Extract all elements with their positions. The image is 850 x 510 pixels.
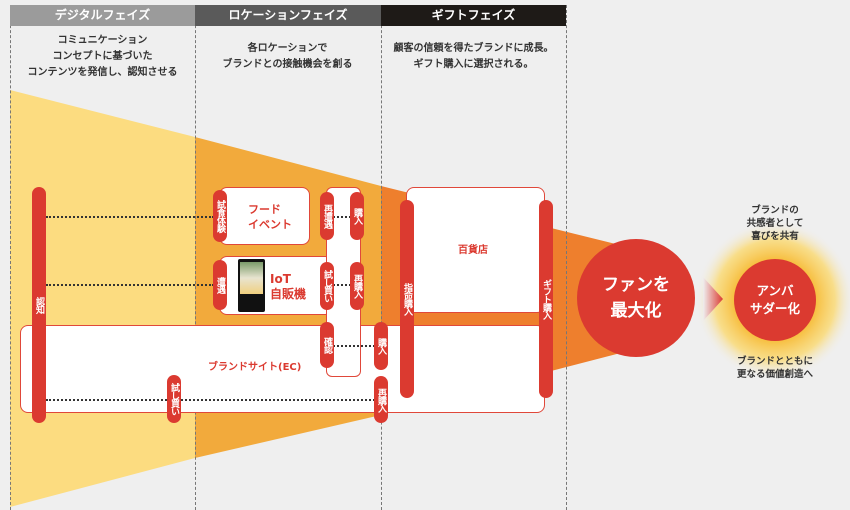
food-event-box — [219, 187, 310, 245]
step-awareness: 認知 — [32, 187, 46, 423]
step-gift-purchase: ギフト購入 — [539, 200, 553, 398]
step-encounter: 遭遇 — [213, 260, 227, 310]
step-tasting: 試食体験 — [213, 190, 227, 242]
connector — [333, 216, 351, 218]
divider — [195, 5, 196, 510]
step-confirm: 確認 — [320, 322, 334, 368]
step-repurchase-ec: 再購入 — [374, 376, 388, 423]
divider — [566, 5, 567, 510]
connector — [46, 284, 214, 286]
phase-gift-header: ギフトフェイズ — [381, 5, 566, 26]
step-trial-iot: 試し買い — [320, 262, 334, 310]
vending-machine-image — [238, 259, 265, 312]
brand-site-box — [20, 325, 545, 413]
brand-site-label: ブランドサイト(EC) — [208, 362, 302, 373]
iot-vending-label: IoT 自販機 — [270, 272, 307, 301]
phase-location-header: ロケーションフェイズ — [195, 5, 381, 26]
connector — [333, 284, 351, 286]
step-purchase-food: 購入 — [350, 192, 364, 240]
step-purchase-ec: 購入 — [374, 322, 388, 370]
fan-label: ファンを 最大化 — [602, 275, 670, 321]
ambassador-top-note: ブランドの 共感者として 喜びを共有 — [746, 205, 804, 242]
phase-digital-description: コミュニケーション コンセプトに基づいた コンテンツを発信し、認知させる — [27, 35, 178, 78]
food-event-label: フード イベント — [248, 203, 292, 231]
department-store-label: 百貨店 — [458, 245, 488, 256]
step-repurchase-iot: 再購入 — [350, 262, 364, 310]
ambassador-label: アンバ サダー化 — [749, 283, 800, 316]
ambassador-circle: アンバ サダー化 — [734, 259, 816, 341]
ambassador-bottom-note: ブランドとともに 更なる価値創造へ — [736, 356, 813, 380]
phase-gift-description: 顧客の信頼を得たブランドに成長。 ギフト購入に選択される。 — [393, 43, 554, 70]
arrow-icon — [703, 277, 723, 321]
phase-digital-header: デジタルフェイズ — [10, 5, 195, 26]
step-trial-ec: 試し買い — [167, 375, 181, 423]
phase-location-description: 各ロケーションで ブランドとの接触機会を創る — [222, 43, 353, 70]
connector — [46, 216, 214, 218]
step-designated-purchase: 指命購入 — [400, 200, 414, 398]
divider — [381, 5, 382, 510]
step-re-encounter: 再遭遇 — [320, 192, 334, 240]
fan-circle: ファンを 最大化 — [577, 239, 695, 357]
connector — [333, 345, 375, 347]
divider — [10, 5, 11, 510]
connector — [46, 399, 375, 401]
